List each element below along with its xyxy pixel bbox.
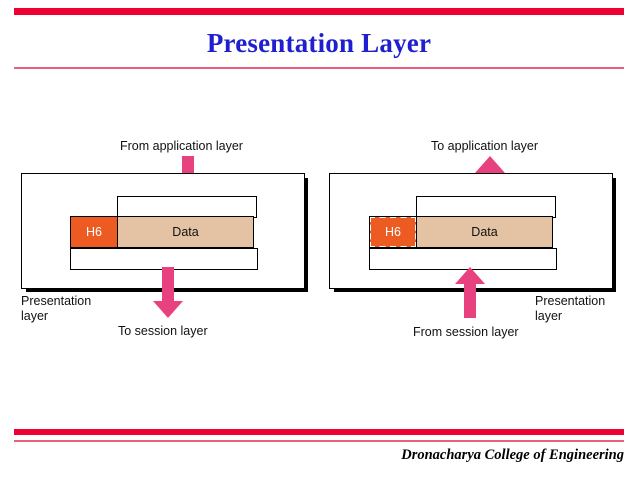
- left-pdu-row: H6 Data: [70, 216, 254, 248]
- right-inner-rect-top: [416, 196, 556, 218]
- bottom-accent-bar: [14, 429, 624, 435]
- left-top-label: From application layer: [120, 139, 243, 153]
- right-header-block: H6: [369, 216, 417, 248]
- footer-text: Dronacharya College of Engineering: [401, 447, 624, 463]
- left-side-label: Presentation layer: [21, 294, 92, 323]
- page-title: Presentation Layer: [206, 28, 432, 58]
- bottom-thin-rule: [14, 440, 624, 442]
- title-underline-rule: [14, 67, 624, 69]
- left-inner-rect-top: [117, 196, 257, 218]
- right-top-label: To application layer: [431, 139, 539, 153]
- arrow-up-icon-right-in: [455, 267, 485, 318]
- left-header-block: H6: [70, 216, 118, 248]
- top-accent-bar: [14, 8, 624, 15]
- right-pdu-row: H6 Data: [369, 216, 553, 248]
- right-side-label: Presentation layer: [535, 294, 606, 323]
- right-inner-rect-bottom: [369, 248, 557, 270]
- left-data-block: Data: [118, 216, 254, 248]
- right-data-block: Data: [417, 216, 553, 248]
- right-bottom-label: From session layer: [413, 325, 519, 339]
- arrow-down-icon-left-out: [153, 267, 183, 318]
- left-bottom-label: To session layer: [118, 324, 208, 338]
